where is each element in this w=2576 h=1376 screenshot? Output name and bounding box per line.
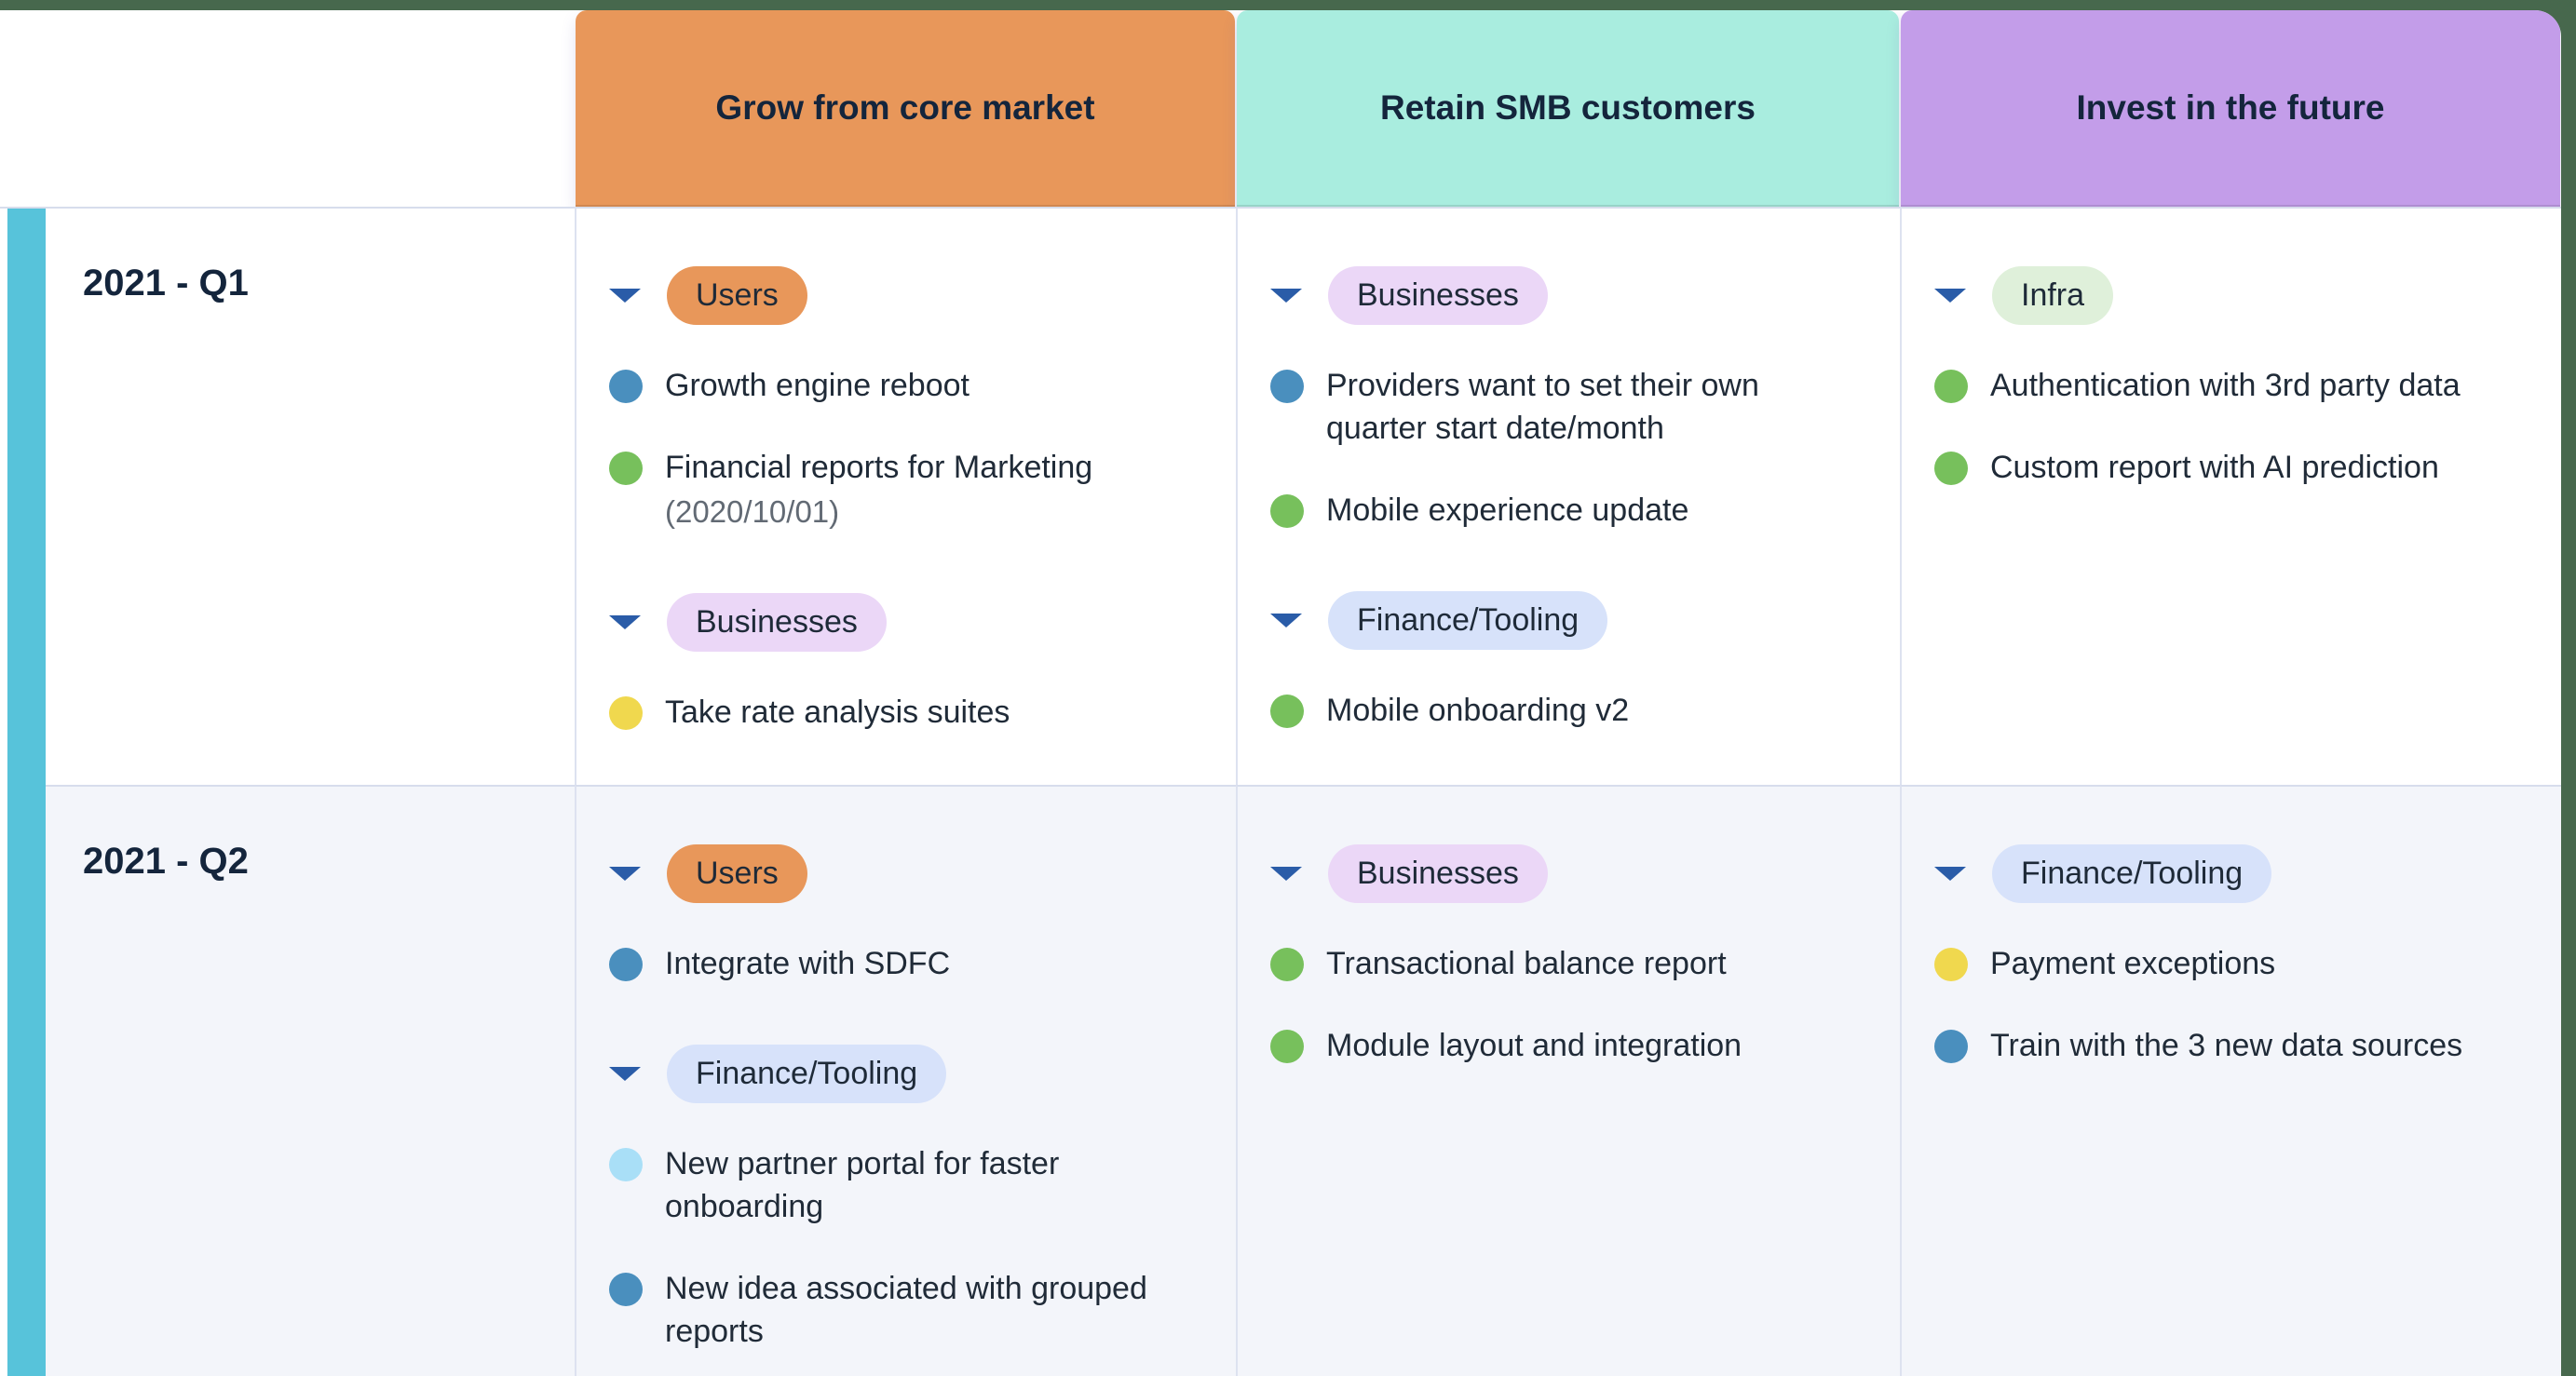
tag-users-badge[interactable]: Users — [667, 844, 807, 903]
objective-header-invest-in-the-future[interactable]: Invest in the future — [1901, 10, 2560, 207]
feature-item-label: New idea associated with grouped reports — [665, 1271, 1147, 1349]
status-dot-icon — [1270, 695, 1304, 728]
collapse-arrow-icon[interactable] — [609, 867, 641, 881]
feature-item[interactable]: Providers want to set their own quarter … — [1270, 364, 1863, 450]
timeline-rail-fill — [7, 209, 46, 1376]
status-dot-icon — [1270, 948, 1304, 981]
header-spacer — [0, 10, 575, 207]
objective-header-label: Retain SMB customers — [1380, 88, 1756, 127]
status-dot-icon — [609, 452, 643, 485]
feature-item[interactable]: Mobile experience update — [1270, 489, 1863, 532]
feature-item[interactable]: Module layout and integration — [1270, 1024, 1863, 1067]
cell-q2-invest-in-the-future: Finance/Tooling Payment exceptions Train… — [1900, 785, 2561, 1376]
status-dot-icon — [1934, 948, 1968, 981]
feature-item-label: Payment exceptions — [1990, 946, 2276, 981]
tag-group-businesses: Businesses Providers want to set their o… — [1270, 266, 1863, 532]
tag-group-finance-tooling: Finance/Tooling Payment exceptions Train… — [1934, 844, 2524, 1067]
feature-item-label: Mobile experience update — [1326, 492, 1689, 528]
tag-businesses-badge[interactable]: Businesses — [1328, 266, 1548, 325]
feature-item-date: (2020/10/01) — [665, 494, 840, 529]
tag-group-businesses: Businesses Take rate analysis suites — [609, 593, 1199, 734]
collapse-arrow-icon[interactable] — [1270, 867, 1302, 881]
cell-q2-retain-smb-customers: Businesses Transactional balance report … — [1236, 785, 1900, 1376]
feature-item[interactable]: Mobile onboarding v2 — [1270, 689, 1863, 732]
collapse-arrow-icon[interactable] — [1270, 289, 1302, 303]
objective-header-grow-from-core-market[interactable]: Grow from core market — [576, 10, 1235, 207]
feature-item[interactable]: Custom report with AI prediction — [1934, 446, 2524, 489]
status-dot-icon — [609, 1148, 643, 1181]
feature-item-label: Providers want to set their own quarter … — [1326, 368, 1759, 446]
tag-group-finance-tooling: Finance/Tooling New partner portal for f… — [609, 1045, 1199, 1353]
feature-item[interactable]: Growth engine reboot — [609, 364, 1199, 407]
status-dot-icon — [1270, 370, 1304, 403]
cell-q2-grow-from-core-market: Users Integrate with SDFC Finance/Toolin… — [575, 785, 1236, 1376]
status-dot-icon — [609, 370, 643, 403]
feature-item[interactable]: Integrate with SDFC — [609, 942, 1199, 985]
tag-group-users: Users Integrate with SDFC — [609, 844, 1199, 985]
feature-item-label: New partner portal for faster onboarding — [665, 1146, 1060, 1224]
cell-q1-retain-smb-customers: Businesses Providers want to set their o… — [1236, 207, 1900, 785]
feature-item-label: Mobile onboarding v2 — [1326, 693, 1630, 728]
tag-users-badge[interactable]: Users — [667, 266, 807, 325]
feature-item-label: Financial reports for Marketing (2020/10… — [665, 446, 1092, 533]
objective-header-label: Invest in the future — [2076, 88, 2385, 127]
tag-group-businesses: Businesses Transactional balance report … — [1270, 844, 1863, 1067]
feature-item[interactable]: Financial reports for Marketing (2020/10… — [609, 446, 1199, 533]
feature-item-label: Growth engine reboot — [665, 368, 969, 403]
feature-item[interactable]: New idea associated with grouped reports — [609, 1267, 1199, 1353]
objective-header-retain-smb-customers[interactable]: Retain SMB customers — [1237, 10, 1899, 207]
collapse-arrow-icon[interactable] — [609, 1067, 641, 1081]
feature-item[interactable]: Authentication with 3rd party data — [1934, 364, 2524, 407]
tag-group-finance-tooling: Finance/Tooling Mobile onboarding v2 — [1270, 591, 1863, 732]
feature-item-label: Module layout and integration — [1326, 1028, 1742, 1063]
collapse-arrow-icon[interactable] — [1270, 614, 1302, 627]
collapse-arrow-icon[interactable] — [1934, 867, 1966, 881]
tag-infra-badge[interactable]: Infra — [1992, 266, 2114, 325]
tag-group-infra: Infra Authentication with 3rd party data… — [1934, 266, 2524, 489]
feature-item[interactable]: Payment exceptions — [1934, 942, 2524, 985]
feature-item-label: Transactional balance report — [1326, 946, 1727, 981]
objective-header-label: Grow from core market — [715, 88, 1095, 127]
tag-group-users: Users Growth engine reboot Financial rep… — [609, 266, 1199, 533]
status-dot-icon — [1270, 494, 1304, 528]
collapse-arrow-icon[interactable] — [609, 289, 641, 303]
tag-finance-tooling-badge[interactable]: Finance/Tooling — [1992, 844, 2272, 903]
roadmap-board: Grow from core market Retain SMB custome… — [0, 10, 2561, 1376]
feature-item-label: Integrate with SDFC — [665, 946, 951, 981]
status-dot-icon — [1934, 370, 1968, 403]
feature-item-text: Financial reports for Marketing — [665, 450, 1093, 485]
feature-item[interactable]: Train with the 3 new data sources — [1934, 1024, 2524, 1067]
status-dot-icon — [1934, 1030, 1968, 1063]
feature-item[interactable]: Transactional balance report — [1270, 942, 1863, 985]
feature-item-label: Train with the 3 new data sources — [1990, 1028, 2463, 1063]
status-dot-icon — [609, 696, 643, 730]
feature-item-label: Custom report with AI prediction — [1990, 450, 2439, 485]
tag-businesses-badge[interactable]: Businesses — [1328, 844, 1548, 903]
feature-item-label: Take rate analysis suites — [665, 695, 1010, 730]
status-dot-icon — [1934, 452, 1968, 485]
collapse-arrow-icon[interactable] — [1934, 289, 1966, 303]
status-dot-icon — [609, 1273, 643, 1306]
status-dot-icon — [1270, 1030, 1304, 1063]
quarter-label-2021-q1: 2021 - Q1 — [46, 207, 575, 785]
feature-item[interactable]: New partner portal for faster onboarding — [609, 1142, 1199, 1228]
feature-item-label: Authentication with 3rd party data — [1990, 368, 2461, 403]
feature-item[interactable]: Take rate analysis suites — [609, 691, 1199, 734]
cell-q1-invest-in-the-future: Infra Authentication with 3rd party data… — [1900, 207, 2561, 785]
cell-q1-grow-from-core-market: Users Growth engine reboot Financial rep… — [575, 207, 1236, 785]
quarter-label-2021-q2: 2021 - Q2 — [46, 785, 575, 1376]
tag-businesses-badge[interactable]: Businesses — [667, 593, 887, 652]
tag-finance-tooling-badge[interactable]: Finance/Tooling — [1328, 591, 1608, 650]
timeline-rail — [0, 207, 46, 1376]
status-dot-icon — [609, 948, 643, 981]
collapse-arrow-icon[interactable] — [609, 615, 641, 629]
tag-finance-tooling-badge[interactable]: Finance/Tooling — [667, 1045, 947, 1103]
